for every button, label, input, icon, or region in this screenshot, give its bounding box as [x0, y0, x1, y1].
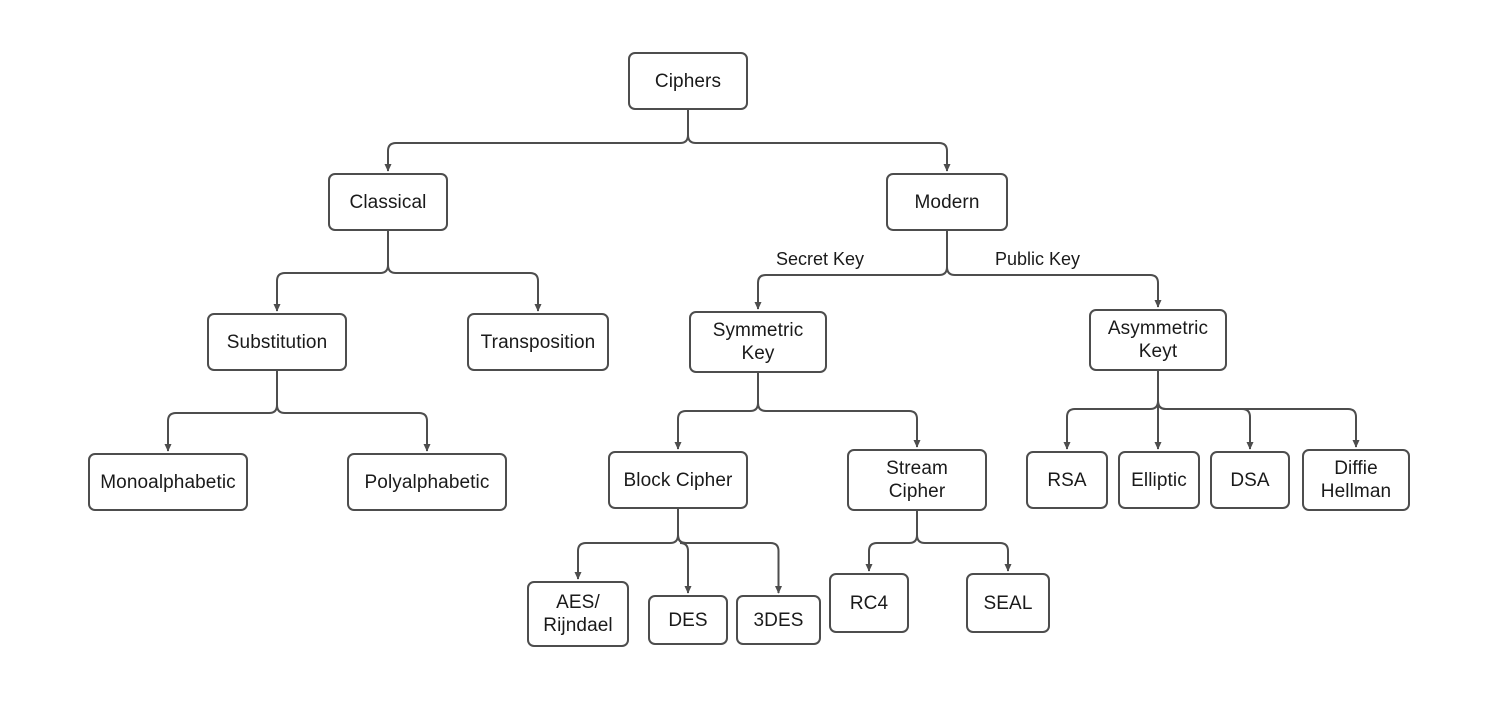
- edge-ciphers-to-modern: [687, 110, 951, 172]
- edge-label-public-key: Public Key: [992, 249, 1084, 269]
- node-block-cipher[interactable]: Block Cipher: [608, 451, 748, 509]
- node-transposition[interactable]: Transposition: [467, 313, 609, 371]
- edge-stream-cipher-to-rc4: [865, 511, 918, 572]
- node-des[interactable]: DES: [648, 595, 728, 645]
- edge-substitution-to-monoalphabetic: [164, 371, 278, 452]
- node-rc4[interactable]: RC4: [829, 573, 909, 633]
- edge-asymmetric-to-diffie-hellman: [1157, 371, 1360, 448]
- node-classical[interactable]: Classical: [328, 173, 448, 231]
- edge-classical-to-transposition: [387, 231, 542, 312]
- node-rsa[interactable]: RSA: [1026, 451, 1108, 509]
- edge-symmetric-to-block-cipher: [674, 373, 759, 450]
- edge-label-secret-key: Secret Key: [773, 249, 868, 269]
- node-3des[interactable]: 3DES: [736, 595, 821, 645]
- edge-modern-to-asymmetric: [946, 231, 1162, 308]
- edge-classical-to-substitution: [273, 231, 389, 312]
- edge-block-cipher-to-aes-rijndael: [574, 509, 679, 580]
- edge-block-cipher-to-3des: [677, 509, 783, 594]
- node-symmetric[interactable]: Symmetric Key: [689, 311, 827, 373]
- node-ciphers[interactable]: Ciphers: [628, 52, 748, 110]
- node-stream-cipher[interactable]: Stream Cipher: [847, 449, 987, 511]
- node-modern[interactable]: Modern: [886, 173, 1008, 231]
- edge-paths: [164, 110, 1360, 594]
- edge-ciphers-to-classical: [384, 110, 689, 172]
- edge-symmetric-to-stream-cipher: [757, 373, 921, 448]
- edge-stream-cipher-to-seal: [916, 511, 1012, 572]
- edge-modern-to-symmetric: [754, 231, 948, 310]
- node-aes-rijndael[interactable]: AES/ Rijndael: [527, 581, 629, 647]
- node-elliptic[interactable]: Elliptic: [1118, 451, 1200, 509]
- node-seal[interactable]: SEAL: [966, 573, 1050, 633]
- node-dsa[interactable]: DSA: [1210, 451, 1290, 509]
- edge-substitution-to-polyalphabetic: [276, 371, 431, 452]
- node-monoalphabetic[interactable]: Monoalphabetic: [88, 453, 248, 511]
- node-polyalphabetic[interactable]: Polyalphabetic: [347, 453, 507, 511]
- node-substitution[interactable]: Substitution: [207, 313, 347, 371]
- edge-block-cipher-to-des: [677, 509, 692, 594]
- node-asymmetric[interactable]: Asymmetric Keyt: [1089, 309, 1227, 371]
- node-diffie-hellman[interactable]: Diffie Hellman: [1302, 449, 1410, 511]
- edge-asymmetric-to-rsa: [1063, 371, 1159, 450]
